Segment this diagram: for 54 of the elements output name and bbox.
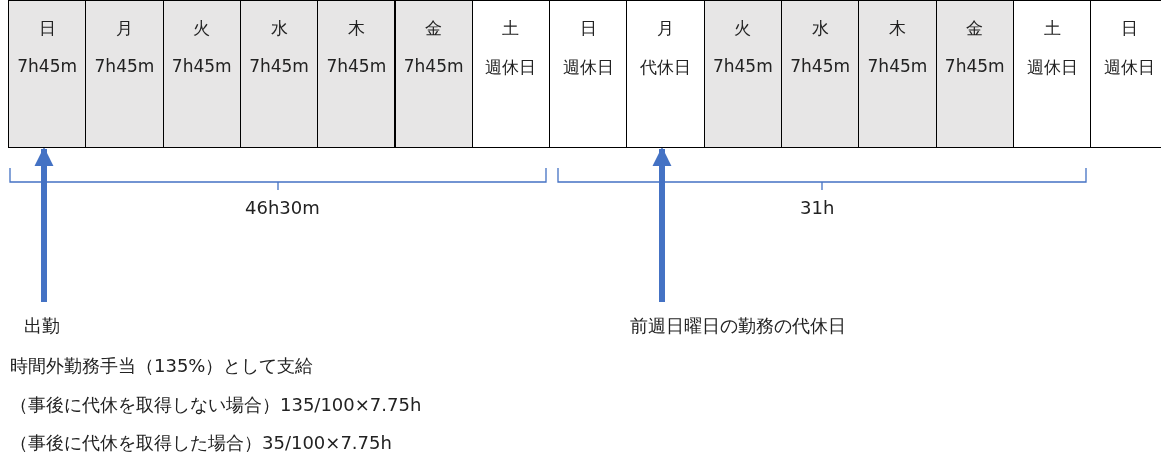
duration-label: 31h [800,197,835,218]
arrow [34,147,54,302]
note-text: 時間外勤務手当（135%）として支給 [10,354,314,378]
weekday-text: 土 [501,17,521,40]
day-cell [8,0,87,148]
hours-text: 代休日 [639,56,693,79]
note-text: （事後に代休を取得した場合）35/100×7.75h [10,431,392,454]
day-cell [162,0,241,148]
hours-text: 7h45m [402,56,465,76]
hours-text: 7h45m [711,56,774,76]
weekday-text: 月 [114,17,134,40]
arrow [652,147,672,302]
day-cell [1090,0,1161,148]
day-cell [239,0,319,148]
weekday-text: 金 [424,17,444,40]
weekday-text: 水 [269,17,289,40]
day-cell [858,0,937,148]
weekday-text: 木 [346,17,366,40]
weekday-text: 木 [887,17,907,40]
weekday-text: 水 [810,17,830,40]
day-cell [935,0,1014,148]
hours-text: 週休日 [484,56,538,79]
day-cell [549,0,628,148]
day-cell [626,0,705,148]
hours-text: 週休日 [1025,56,1079,79]
note-text: （事後に代休を取得しない場合）135/100×7.75h [10,393,422,417]
hours-text: 7h45m [170,56,233,76]
weekday-text: 火 [192,17,212,40]
hours-text: 7h45m [16,56,79,76]
day-cell [85,0,164,148]
hours-text: 7h45m [943,56,1006,76]
hours-text: 7h45m [325,56,388,76]
weekday-text: 月 [656,17,676,40]
note-text: 前週日曜日の勤務の代休日 [630,314,846,338]
hours-text: 7h45m [789,56,852,76]
day-cell [317,0,396,148]
weekday-text: 土 [1042,17,1062,40]
weekday-text: 火 [733,17,753,40]
hours-text: 週休日 [561,56,615,79]
day-cell [703,0,782,148]
hours-text: 7h45m [248,56,310,76]
hours-text: 週休日 [1102,56,1156,79]
hours-text: 7h45m [866,56,929,76]
weekday-text: 金 [965,17,985,40]
note-text: 出勤 [24,314,60,338]
weekday-text: 日 [37,17,57,40]
day-cell [1012,0,1092,148]
weekday-text: 日 [578,17,598,40]
day-cell [781,0,860,148]
hours-text: 7h45m [93,56,156,76]
day-cell [471,0,551,148]
weekday-text: 日 [1119,17,1139,40]
day-cell [394,0,473,148]
duration-label: 46h30m [245,197,320,218]
